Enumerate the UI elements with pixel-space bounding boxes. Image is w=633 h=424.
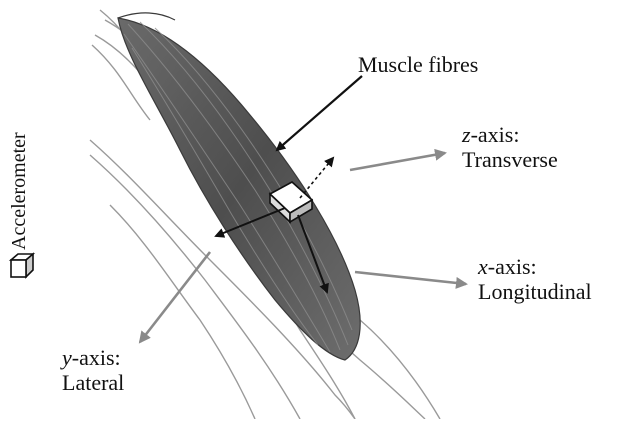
muscle-fibres-label: Muscle fibres <box>358 52 478 77</box>
x-axis-name: Longitudinal <box>478 279 592 304</box>
muscle <box>118 13 360 360</box>
z-axis-arrow <box>350 153 445 170</box>
accelerometer-label: Accelerometer <box>6 90 32 250</box>
z-axis-name: Transverse <box>462 147 558 172</box>
z-axis-label: z-axis: Transverse <box>462 122 558 173</box>
y-axis-name: Lateral <box>62 370 124 395</box>
x-axis-arrow <box>355 272 466 284</box>
y-axis-arrow <box>140 252 210 342</box>
sensor-z-arrow <box>300 158 333 198</box>
cube-icon <box>8 252 36 280</box>
x-axis-label: x-axis: Longitudinal <box>478 254 592 305</box>
y-axis-label: y-axis: Lateral <box>62 345 124 396</box>
muscle-fibres-pointer <box>277 76 362 150</box>
